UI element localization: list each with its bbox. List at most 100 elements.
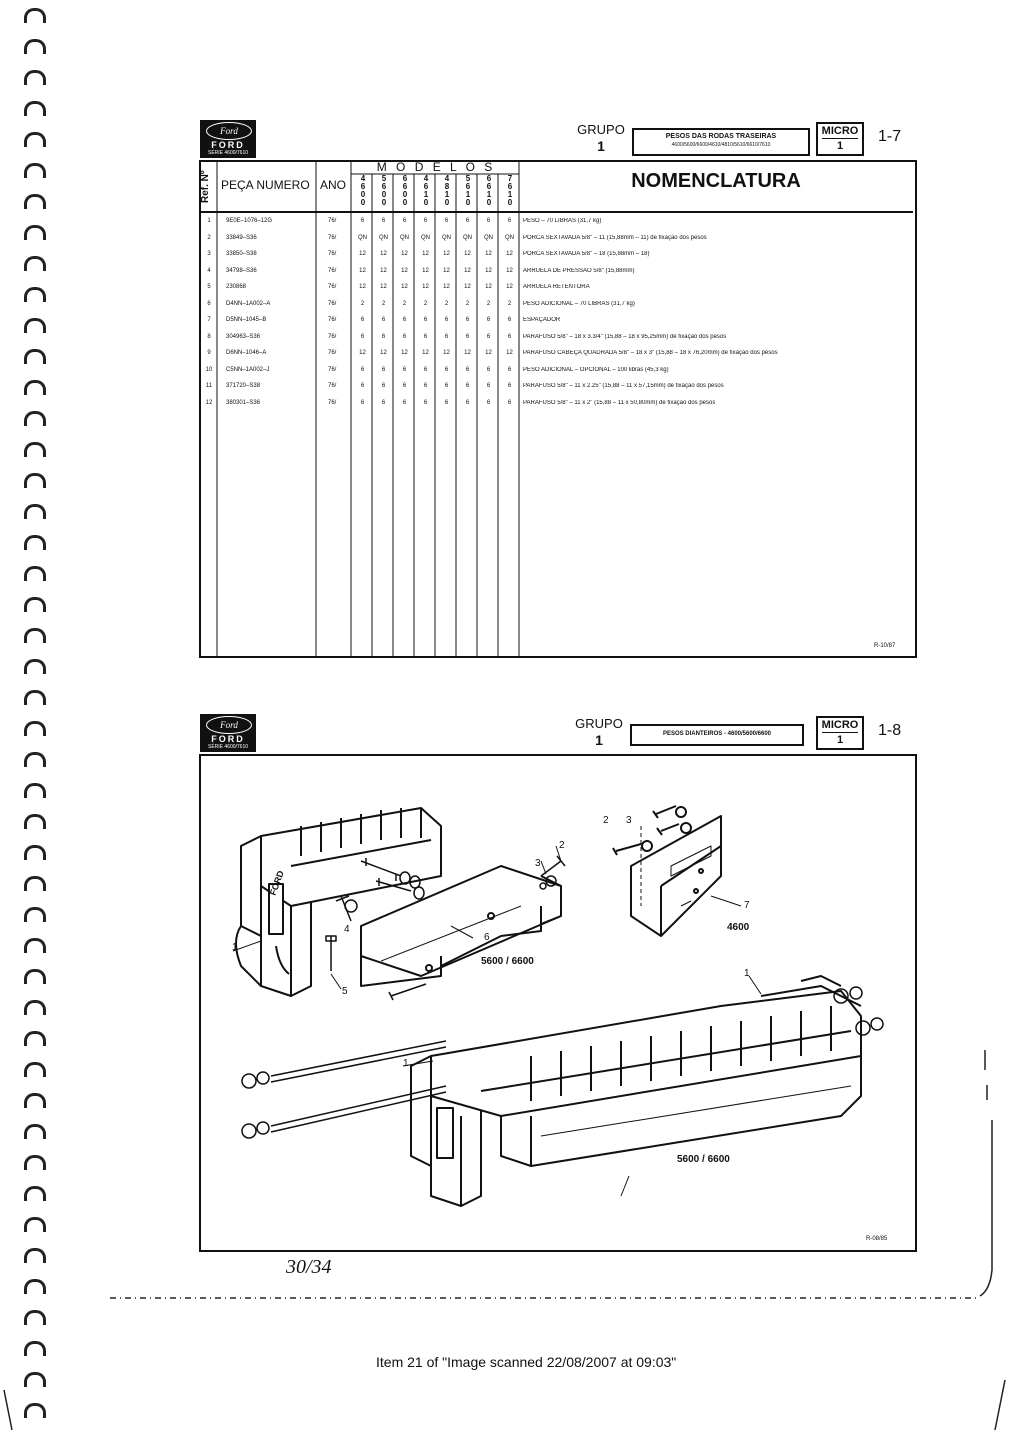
section-title-2: PESOS DIANTEIROS - 4600/5600/6600 <box>662 731 772 737</box>
row-quantity: 6 <box>465 218 470 224</box>
row-quantity: 2 <box>402 300 407 307</box>
row-quantity: 12 <box>443 251 450 257</box>
row-year: 76/ <box>328 234 337 241</box>
binding-ring <box>24 876 46 891</box>
modelos-header: M O D E L O S <box>376 160 496 174</box>
row-nomenclature: PESO ADICIONAL – OPCIONAL – 100 libras (… <box>523 366 669 373</box>
row-quantity: 12 <box>422 267 429 274</box>
row-quantity: 12 <box>422 251 429 257</box>
ford-word: FORD <box>211 140 245 150</box>
binding-ring <box>24 1031 46 1046</box>
row-quantity: 6 <box>360 366 365 373</box>
row-nomenclature: PORCA SEXTAVADA 5/8" – 11 (15,88mm – 11)… <box>523 234 707 241</box>
grupo-label-2: GRUPO <box>575 716 623 731</box>
row-quantity: 6 <box>423 399 428 406</box>
row-quantity: QN <box>358 234 367 241</box>
row-part-number: 33849–S36 <box>226 234 257 241</box>
row-quantity: 12 <box>485 267 492 274</box>
binding-ring <box>24 628 46 643</box>
ford-logo: Ford FORD SÉRIE 4600/7610 <box>200 120 256 158</box>
row-part-number: C5NN–1A002–J <box>226 366 270 373</box>
row-quantity: 6 <box>444 333 449 340</box>
grupo-number: 1 <box>597 138 605 154</box>
row-quantity: 6 <box>360 218 365 224</box>
row-quantity: 12 <box>422 350 429 356</box>
binding-ring <box>24 101 46 116</box>
row-quantity: 6 <box>507 399 512 406</box>
model-header: 5600 <box>381 174 387 207</box>
row-quantity: 12 <box>485 284 492 290</box>
row-year: 76/ <box>328 218 337 224</box>
row-quantity: 12 <box>380 350 387 356</box>
row-part-number: 33850–S38 <box>226 251 257 257</box>
binding-ring <box>24 473 46 488</box>
micro-box: MICRO 1 <box>816 122 864 156</box>
row-year: 76/ <box>328 284 337 290</box>
row-quantity: 6 <box>507 317 512 323</box>
row-quantity: 6 <box>486 383 491 389</box>
row-part-number: D4NN–1A002–A <box>226 300 271 307</box>
row-quantity: 6 <box>444 218 449 224</box>
row-quantity: 6 <box>402 366 407 373</box>
row-quantity: 12 <box>464 267 471 274</box>
row-quantity: QN <box>442 234 451 241</box>
row-quantity: 6 <box>486 317 491 323</box>
binding-ring <box>24 1186 46 1201</box>
row-quantity: 12 <box>485 350 492 356</box>
row-quantity: 6 <box>402 399 407 406</box>
row-quantity: QN <box>463 234 472 241</box>
ford-series: SÉRIE 4600/7610 <box>207 150 249 156</box>
binding-ring <box>24 1248 46 1263</box>
row-quantity: 6 <box>507 383 512 389</box>
row-part-number: 380301–S36 <box>226 399 261 406</box>
binding-ring <box>24 752 46 767</box>
row-quantity: 6 <box>402 333 407 340</box>
row-quantity: 6 <box>465 383 470 389</box>
front-weight-stack-5600-6600 <box>235 807 442 997</box>
row-quantity: 12 <box>401 350 408 356</box>
row-ref: 7 <box>207 317 211 323</box>
row-nomenclature: PARAFUSO 5/8" – 18 x 3.3/4" (15,88 – 18 … <box>523 333 727 340</box>
binding-ring <box>24 256 46 271</box>
part-label-1c: 1 <box>744 968 750 979</box>
handwritten-page-count: 30/34 <box>286 1256 332 1278</box>
grupo-label: GRUPO <box>577 122 625 137</box>
row-quantity: 12 <box>422 284 429 290</box>
binding-ring <box>24 1372 46 1387</box>
row-part-number: 34798–S36 <box>226 267 257 274</box>
row-year: 76/ <box>328 399 337 406</box>
row-ref: 3 <box>207 251 211 257</box>
row-quantity: 6 <box>465 366 470 373</box>
binding-ring <box>24 938 46 953</box>
row-quantity: 12 <box>464 251 471 257</box>
model-label-5600-6600-lower: 5600 / 6600 <box>677 1154 730 1165</box>
binding-ring <box>24 1155 46 1170</box>
row-nomenclature: PESO ADICIONAL – 70 LIBRAS (31,7 kg) <box>523 300 635 307</box>
binding-ring <box>24 1341 46 1356</box>
ford-oval: Ford <box>206 122 252 140</box>
row-nomenclature: PARAFUSO 5/8" – 11 x 2.25" (15,88 – 11 x… <box>523 383 724 389</box>
front-weight-stack-lower <box>410 975 862 1207</box>
row-quantity: 6 <box>381 218 386 224</box>
row-nomenclature: PORCA SEXTAVADA 5/8" – 18 (15,88mm – 18) <box>523 251 650 257</box>
binding-ring <box>24 1217 46 1232</box>
row-quantity: 6 <box>507 366 512 373</box>
row-quantity: 12 <box>485 251 492 257</box>
row-nomenclature: ARRUELA DE PRESSÃO 5/8" (15,88mm) <box>523 267 635 274</box>
binding-ring <box>24 1062 46 1077</box>
row-nomenclature: PARAFUSO 5/8" – 11 x 2" (15,88 – 11 x 50… <box>523 399 716 406</box>
row-year: 76/ <box>328 366 337 373</box>
row-quantity: 12 <box>464 350 471 356</box>
row-quantity: 6 <box>507 218 512 224</box>
row-ref: 8 <box>207 333 211 340</box>
row-quantity: QN <box>379 234 388 241</box>
row-quantity: 6 <box>360 333 365 340</box>
binding-ring <box>24 597 46 612</box>
row-ref: 6 <box>207 300 211 307</box>
row-ref: 10 <box>205 366 213 373</box>
row-year: 76/ <box>328 350 337 356</box>
row-year: 76/ <box>328 317 337 323</box>
row-quantity: 6 <box>360 383 365 389</box>
row-quantity: 12 <box>506 267 513 274</box>
